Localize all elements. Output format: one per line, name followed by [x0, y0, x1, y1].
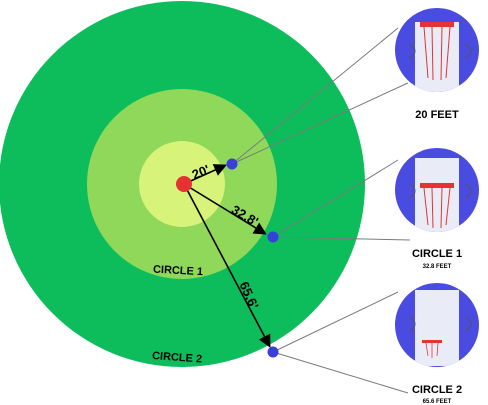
center-basket-dot [176, 176, 192, 192]
marker-20ft [226, 158, 238, 170]
inset-circle-1: CIRCLE 1 32.8 FEET [393, 146, 481, 270]
marker-circle-2 [267, 346, 279, 358]
inset-circle-2-subtitle: 65.6 FEET [423, 399, 452, 405]
arrow-32-8ft [183, 183, 267, 235]
marker-circle-1 [267, 231, 279, 243]
inset-circle-1-subtitle: 32.8 FEET [423, 264, 452, 270]
inset-20ft: 20 FEET [393, 6, 481, 121]
ring-label-circle-1: CIRCLE 1 [153, 264, 204, 279]
inset-20ft-title: 20 FEET [415, 109, 459, 121]
inset-circle-2-title: CIRCLE 2 [412, 384, 462, 396]
inset-circle-1-title: CIRCLE 1 [412, 248, 462, 260]
arrow-65-6ft [183, 183, 271, 348]
callout-lines [231, 27, 411, 394]
inset-circle-2: CIRCLE 2 65.6 FEET [393, 281, 481, 405]
ring-label-circle-2: CIRCLE 2 [152, 350, 203, 365]
distance-label-20: 20' [190, 162, 212, 182]
